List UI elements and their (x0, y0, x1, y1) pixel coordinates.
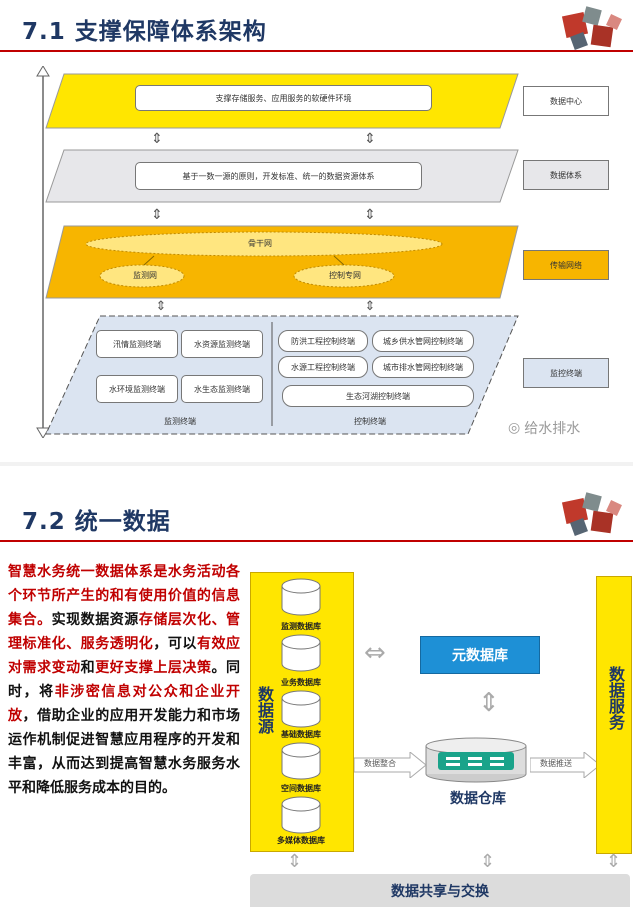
control-terminal: 水源工程控制终端 (278, 356, 368, 378)
left-right-arrow-icon: ⇔ (364, 638, 386, 668)
up-down-arrow-icon: ⇕ (151, 131, 163, 147)
up-down-arrow-icon: ⇕ (606, 851, 622, 872)
slide-2-title: 7.2 统一数据 (22, 509, 171, 535)
side-label-transport: 传输网络 (523, 250, 609, 280)
push-arrow-icon (530, 752, 600, 778)
side-label-terminals: 监控终端 (523, 358, 609, 388)
up-down-arrow-icon: ⇕ (480, 851, 496, 872)
backbone-label: 骨干网 (248, 238, 272, 248)
paragraph-segment: 和 (80, 660, 96, 676)
slide-1-title: 7.1 支撑保障体系架构 (22, 19, 267, 45)
integrate-label: 数据整合 (364, 759, 396, 768)
sharing-bar: 数据共享与交换 (250, 874, 630, 907)
database-icon (281, 742, 321, 780)
warehouse-label: 数据仓库 (450, 791, 506, 807)
control-terminal: 城市排水管网控制终端 (372, 356, 474, 378)
control-terminal: 生态河湖控制终端 (282, 385, 474, 407)
title-divider (0, 540, 633, 542)
data-center-text: 支撑存储服务、应用服务的软硬件环境 (135, 85, 432, 111)
monitor-terminal: 汛情监测终端 (96, 330, 178, 358)
database-label: 空间数据库 (281, 784, 321, 793)
push-label: 数据推送 (540, 759, 572, 768)
database-label: 多媒体数据库 (277, 836, 325, 845)
data-system-text: 基于一数一源的原则，开发标准、统一的数据资源体系 (135, 162, 422, 190)
data-source-label: 数据源 (255, 686, 274, 734)
up-down-arrow-icon: ⇕ (478, 688, 500, 718)
database-label: 监测数据库 (281, 622, 321, 631)
up-down-arrow-icon: ⇕ (364, 131, 376, 147)
vertical-arrow-icon (36, 66, 50, 438)
monitor-terminal: 水资源监测终端 (181, 330, 263, 358)
database-icon (281, 796, 321, 834)
title-divider (0, 50, 633, 52)
control-terminal: 防洪工程控制终端 (278, 330, 368, 352)
side-label-data-center: 数据中心 (523, 86, 609, 116)
up-down-arrow-icon: ⇕ (364, 298, 376, 314)
logo-icon (561, 492, 622, 536)
wechat-icon: ◎ (508, 420, 521, 436)
paragraph-segment: 智慧水务统一数据体系是水务活动各个环节所产生的和有使用价值的信息集合。 (8, 564, 240, 628)
up-down-arrow-icon: ⇕ (287, 851, 303, 872)
description-paragraph: 智慧水务统一数据体系是水务活动各个环节所产生的和有使用价值的信息集合。实现数据资… (8, 560, 240, 800)
transport-layer (45, 225, 519, 299)
monitor-group-label: 监测终端 (164, 416, 196, 426)
logo-icon (561, 6, 622, 50)
control-terminal: 城乡供水管网控制终端 (372, 330, 474, 352)
slide-separator (0, 462, 633, 466)
paragraph-segment: 。同时，将 (8, 660, 241, 700)
watermark-text: 给水排水 (524, 421, 581, 437)
side-label-data-system: 数据体系 (523, 160, 609, 190)
control-net-label: 控制专网 (329, 270, 361, 280)
database-icon (281, 578, 321, 616)
paragraph-segment: 非涉密信息对公众和企业开放 (8, 684, 241, 724)
warehouse-icon (425, 737, 527, 783)
data-service-panel (596, 576, 632, 854)
paragraph-segment: 有效应对需求变动 (8, 636, 241, 676)
monitor-terminal: 水环境监测终端 (96, 375, 178, 403)
database-label: 基础数据库 (281, 730, 321, 739)
up-down-arrow-icon: ⇕ (155, 298, 167, 314)
watermark: ◎ 给水排水 (508, 418, 580, 438)
data-service-label: 数据服务 (606, 666, 625, 730)
integrate-arrow-icon (354, 752, 426, 778)
monitor-terminal: 水生态监测终端 (181, 375, 263, 403)
paragraph-segment: 实现数据资源 (51, 612, 139, 628)
paragraph-segment: 更好支撑上层决策 (95, 660, 212, 676)
paragraph-segment: ，借助企业的应用开发能力和市场运作机制促进智慧应用程序的开发和丰富，从而达到提高… (8, 708, 241, 796)
slide-1: 7.1 支撑保障体系架构 支撑存储服务、应用服务的软硬件环境 ⇕ ⇕ 基于一数一… (0, 6, 633, 438)
control-group-label: 控制终端 (354, 416, 386, 426)
paragraph-segment: ，可以 (153, 636, 197, 652)
up-down-arrow-icon: ⇕ (151, 207, 163, 223)
meta-database-box: 元数据库 (420, 636, 540, 674)
paragraph-segment: 存储层次化、管理标准化、服务透明化 (8, 612, 241, 652)
database-icon (281, 690, 321, 728)
up-down-arrow-icon: ⇕ (364, 207, 376, 223)
database-icon (281, 634, 321, 672)
monitor-net-label: 监测网 (133, 270, 157, 280)
database-label: 业务数据库 (281, 678, 321, 687)
